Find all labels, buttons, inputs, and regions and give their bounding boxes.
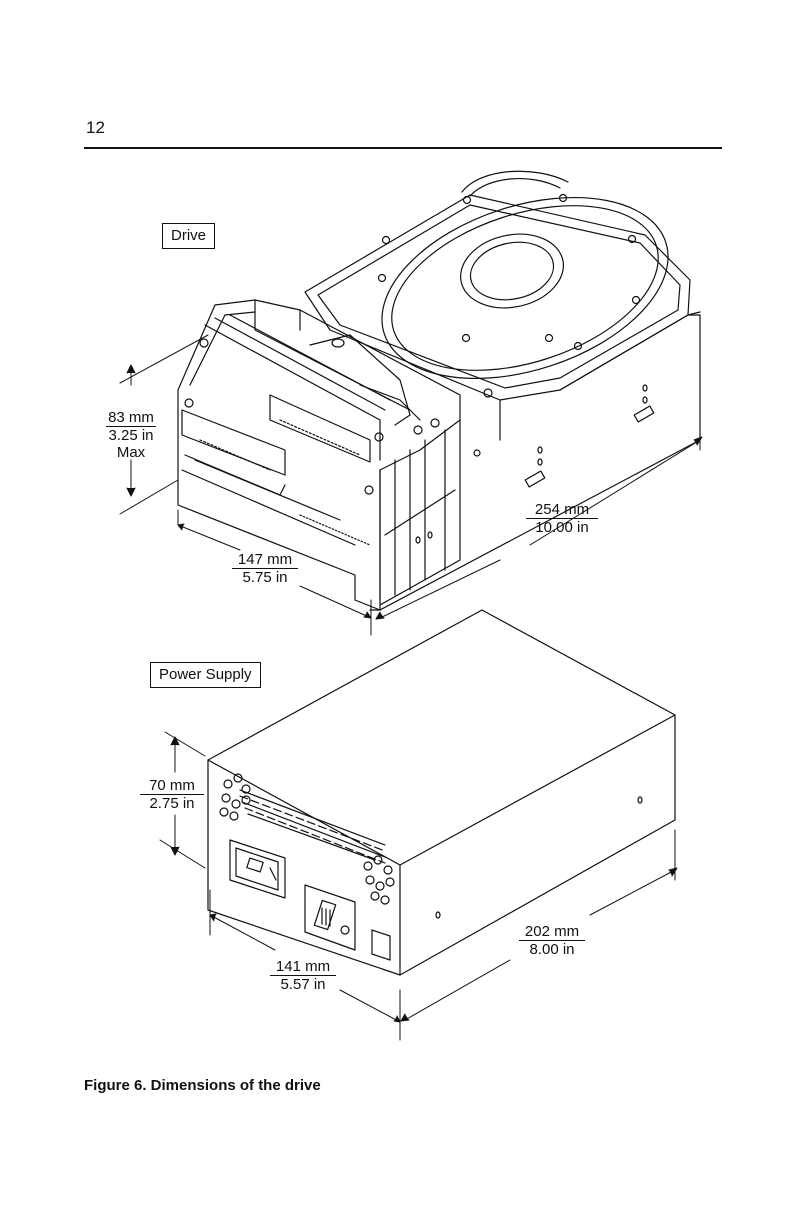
power-supply-height-dimension: 70 mm 2.75 in xyxy=(140,777,204,812)
drive-label: Drive xyxy=(162,223,215,249)
drive-height-dimension: 83 mm 3.25 in Max xyxy=(106,409,156,461)
power-supply-depth-dimension: 202 mm 8.00 in xyxy=(519,923,585,958)
power-supply-label: Power Supply xyxy=(150,662,261,688)
drive-height-metric: 83 mm xyxy=(106,409,156,427)
drive-illustration xyxy=(178,164,700,610)
power-supply-width-dimension: 141 mm 5.57 in xyxy=(270,958,336,993)
power-supply-height-imperial: 2.75 in xyxy=(140,795,204,812)
power-supply-width-imperial: 5.57 in xyxy=(270,976,336,993)
drive-height-note: Max xyxy=(106,444,156,461)
power-supply-depth-metric: 202 mm xyxy=(519,923,585,941)
drive-depth-dimension: 254 mm 10.00 in xyxy=(526,501,598,536)
drive-height-imperial: 3.25 in xyxy=(106,427,156,444)
drive-width-metric: 147 mm xyxy=(232,551,298,569)
power-supply-dimension-lines xyxy=(160,732,677,1040)
power-supply-width-metric: 141 mm xyxy=(270,958,336,976)
drive-width-imperial: 5.75 in xyxy=(232,569,298,586)
power-supply-illustration xyxy=(208,610,675,975)
drive-depth-imperial: 10.00 in xyxy=(526,519,598,536)
power-supply-height-metric: 70 mm xyxy=(140,777,204,795)
power-supply-depth-imperial: 8.00 in xyxy=(519,941,585,958)
figure-caption: Figure 6. Dimensions of the drive xyxy=(84,1077,321,1094)
drive-depth-metric: 254 mm xyxy=(526,501,598,519)
drive-width-dimension: 147 mm 5.75 in xyxy=(232,551,298,586)
